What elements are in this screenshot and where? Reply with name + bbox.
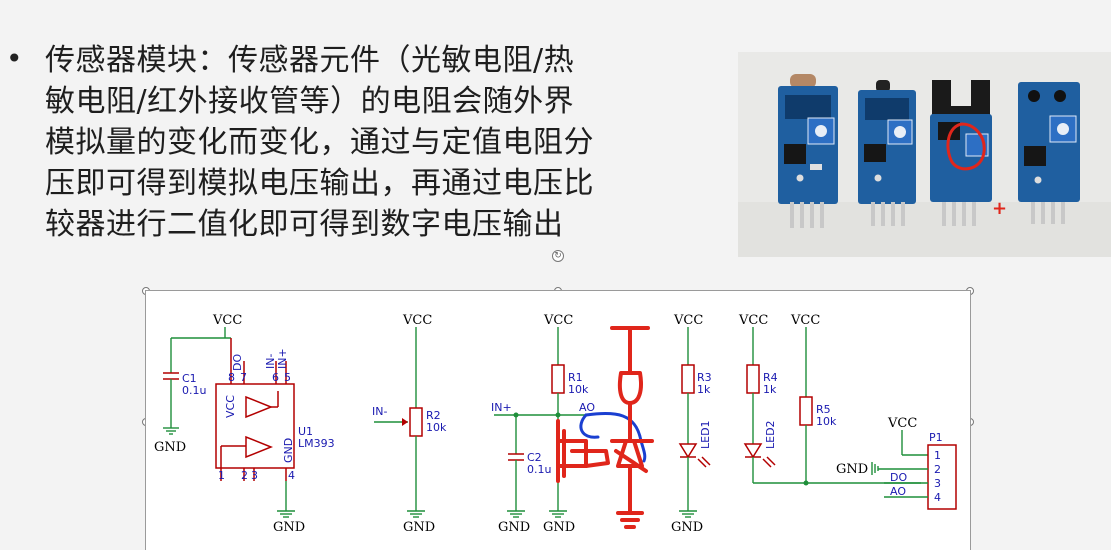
vcc-label-2: VCC	[402, 313, 432, 328]
r1-value: 10k	[568, 383, 589, 396]
p1-pin-4: 4	[934, 491, 941, 504]
in-plus-net-label: IN+	[491, 401, 512, 414]
output-connector-section: VCC R5 10k VCC P1 1 2 3 4 GND DO AO	[790, 313, 957, 510]
r3-name: R3	[697, 371, 712, 384]
ir-slot-module: +	[930, 80, 1007, 226]
r3-value: 1k	[697, 383, 711, 396]
u1-gnd-pin-label: GND	[282, 438, 295, 463]
p1-gnd-label: GND	[836, 462, 868, 477]
sensor-modules-photo[interactable]: +	[738, 52, 1111, 257]
red-plus-mark: +	[992, 198, 1007, 219]
u1-pin-8: 8	[228, 371, 235, 384]
u1-pin-4: 4	[288, 469, 295, 482]
u1-pin-3: 3	[251, 469, 258, 482]
vcc-label-5: VCC	[738, 313, 768, 328]
u1-in-minus-label: IN-	[264, 354, 277, 369]
bullet-line-4: 压即可得到模拟电压输出，再通过电压比	[45, 166, 594, 201]
p1-pin-3: 3	[934, 477, 941, 490]
gnd-label-r2: GND	[403, 520, 435, 535]
sensor-module-schematic[interactable]: VCC C1 0.1u GND 8 7 6 5 DO IN- IN+ VCC G…	[145, 290, 971, 550]
r1-name: R1	[568, 371, 583, 384]
signal-led-section: VCC R4 1k LED2	[738, 313, 921, 486]
comparator-b	[245, 435, 274, 459]
r4-name: R4	[763, 371, 778, 384]
p1-name: P1	[929, 431, 943, 444]
u1-pin-6: 6	[272, 371, 279, 384]
bullet-line-5: 较器进行二值化即可得到数字电压输出	[45, 207, 564, 242]
p1-pin-2: 2	[934, 463, 941, 476]
u1-body	[215, 383, 295, 469]
r5-value: 10k	[816, 415, 837, 428]
c1-value: 0.1u	[182, 384, 206, 397]
ir-reflective-module	[1018, 82, 1080, 224]
comparator-section: VCC C1 0.1u GND 8 7 6 5 DO IN- IN+ VCC G…	[154, 313, 335, 535]
u1-pin-2: 2	[241, 469, 248, 482]
vcc-label-4: VCC	[673, 313, 703, 328]
potentiometer-section: VCC IN- R2 10k GND	[372, 313, 447, 535]
r2-net-label: IN-	[372, 405, 387, 418]
c2-name: C2	[527, 451, 542, 464]
gnd-label-u1: GND	[273, 520, 305, 535]
led1-name: LED1	[699, 420, 712, 449]
bullet-marker: •	[6, 42, 23, 75]
photoresistor-module	[778, 74, 838, 228]
thermistor-module	[858, 80, 916, 226]
ao-net-label: AO	[579, 401, 595, 414]
connector-p1	[927, 444, 957, 510]
bullet-line-1: 传感器模块：传感器元件（光敏电阻/热	[45, 43, 575, 78]
bullet-line-3: 模拟量的变化而变化，通过与定值电阻分	[45, 125, 594, 160]
c1-name: C1	[182, 372, 197, 385]
comparator-a	[245, 395, 274, 419]
vcc-label-p1: VCC	[887, 416, 917, 431]
c2-value: 0.1u	[527, 463, 551, 476]
r5-name: R5	[816, 403, 831, 416]
rotate-handle-icon[interactable]: ↻	[552, 250, 564, 262]
led2-name: LED2	[764, 420, 777, 449]
r2-name: R2	[426, 409, 441, 422]
vcc-label-3: VCC	[543, 313, 573, 328]
u1-pin-5: 5	[284, 371, 291, 384]
gnd-label-led1: GND	[671, 520, 703, 535]
bullet-line-2: 敏电阻/红外接收管等）的电阻会随外界	[45, 84, 575, 119]
p1-ao-label: AO	[890, 485, 906, 498]
u1-do-label: DO	[231, 354, 244, 371]
power-led-section: VCC R3 1k LED1 GND	[671, 313, 712, 535]
bullet-text[interactable]: 传感器模块：传感器元件（光敏电阻/热 敏电阻/红外接收管等）的电阻会随外界 模拟…	[45, 40, 715, 245]
u1-in-plus-label: IN+	[276, 348, 289, 369]
p1-pin-1: 1	[934, 449, 941, 462]
sensor-input-section: VCC R1 10k IN+ AO C2 0.1u GND GND	[491, 313, 647, 535]
r2-value: 10k	[426, 421, 447, 434]
p1-do-label: DO	[890, 471, 907, 484]
gnd-label-c2: GND	[498, 520, 530, 535]
vcc-label-1: VCC	[212, 313, 242, 328]
handdrawn-led-sketch	[610, 326, 654, 529]
u1-name: U1	[298, 425, 313, 438]
u1-pin-7: 7	[240, 371, 247, 384]
gnd-label-c1: GND	[154, 440, 186, 455]
vcc-label-6: VCC	[790, 313, 820, 328]
r4-value: 1k	[763, 383, 777, 396]
u1-pin-1: 1	[218, 469, 225, 482]
u1-vcc-pin-label: VCC	[224, 395, 237, 418]
gnd-label-sensor: GND	[543, 520, 575, 535]
u1-part: LM393	[298, 437, 335, 450]
